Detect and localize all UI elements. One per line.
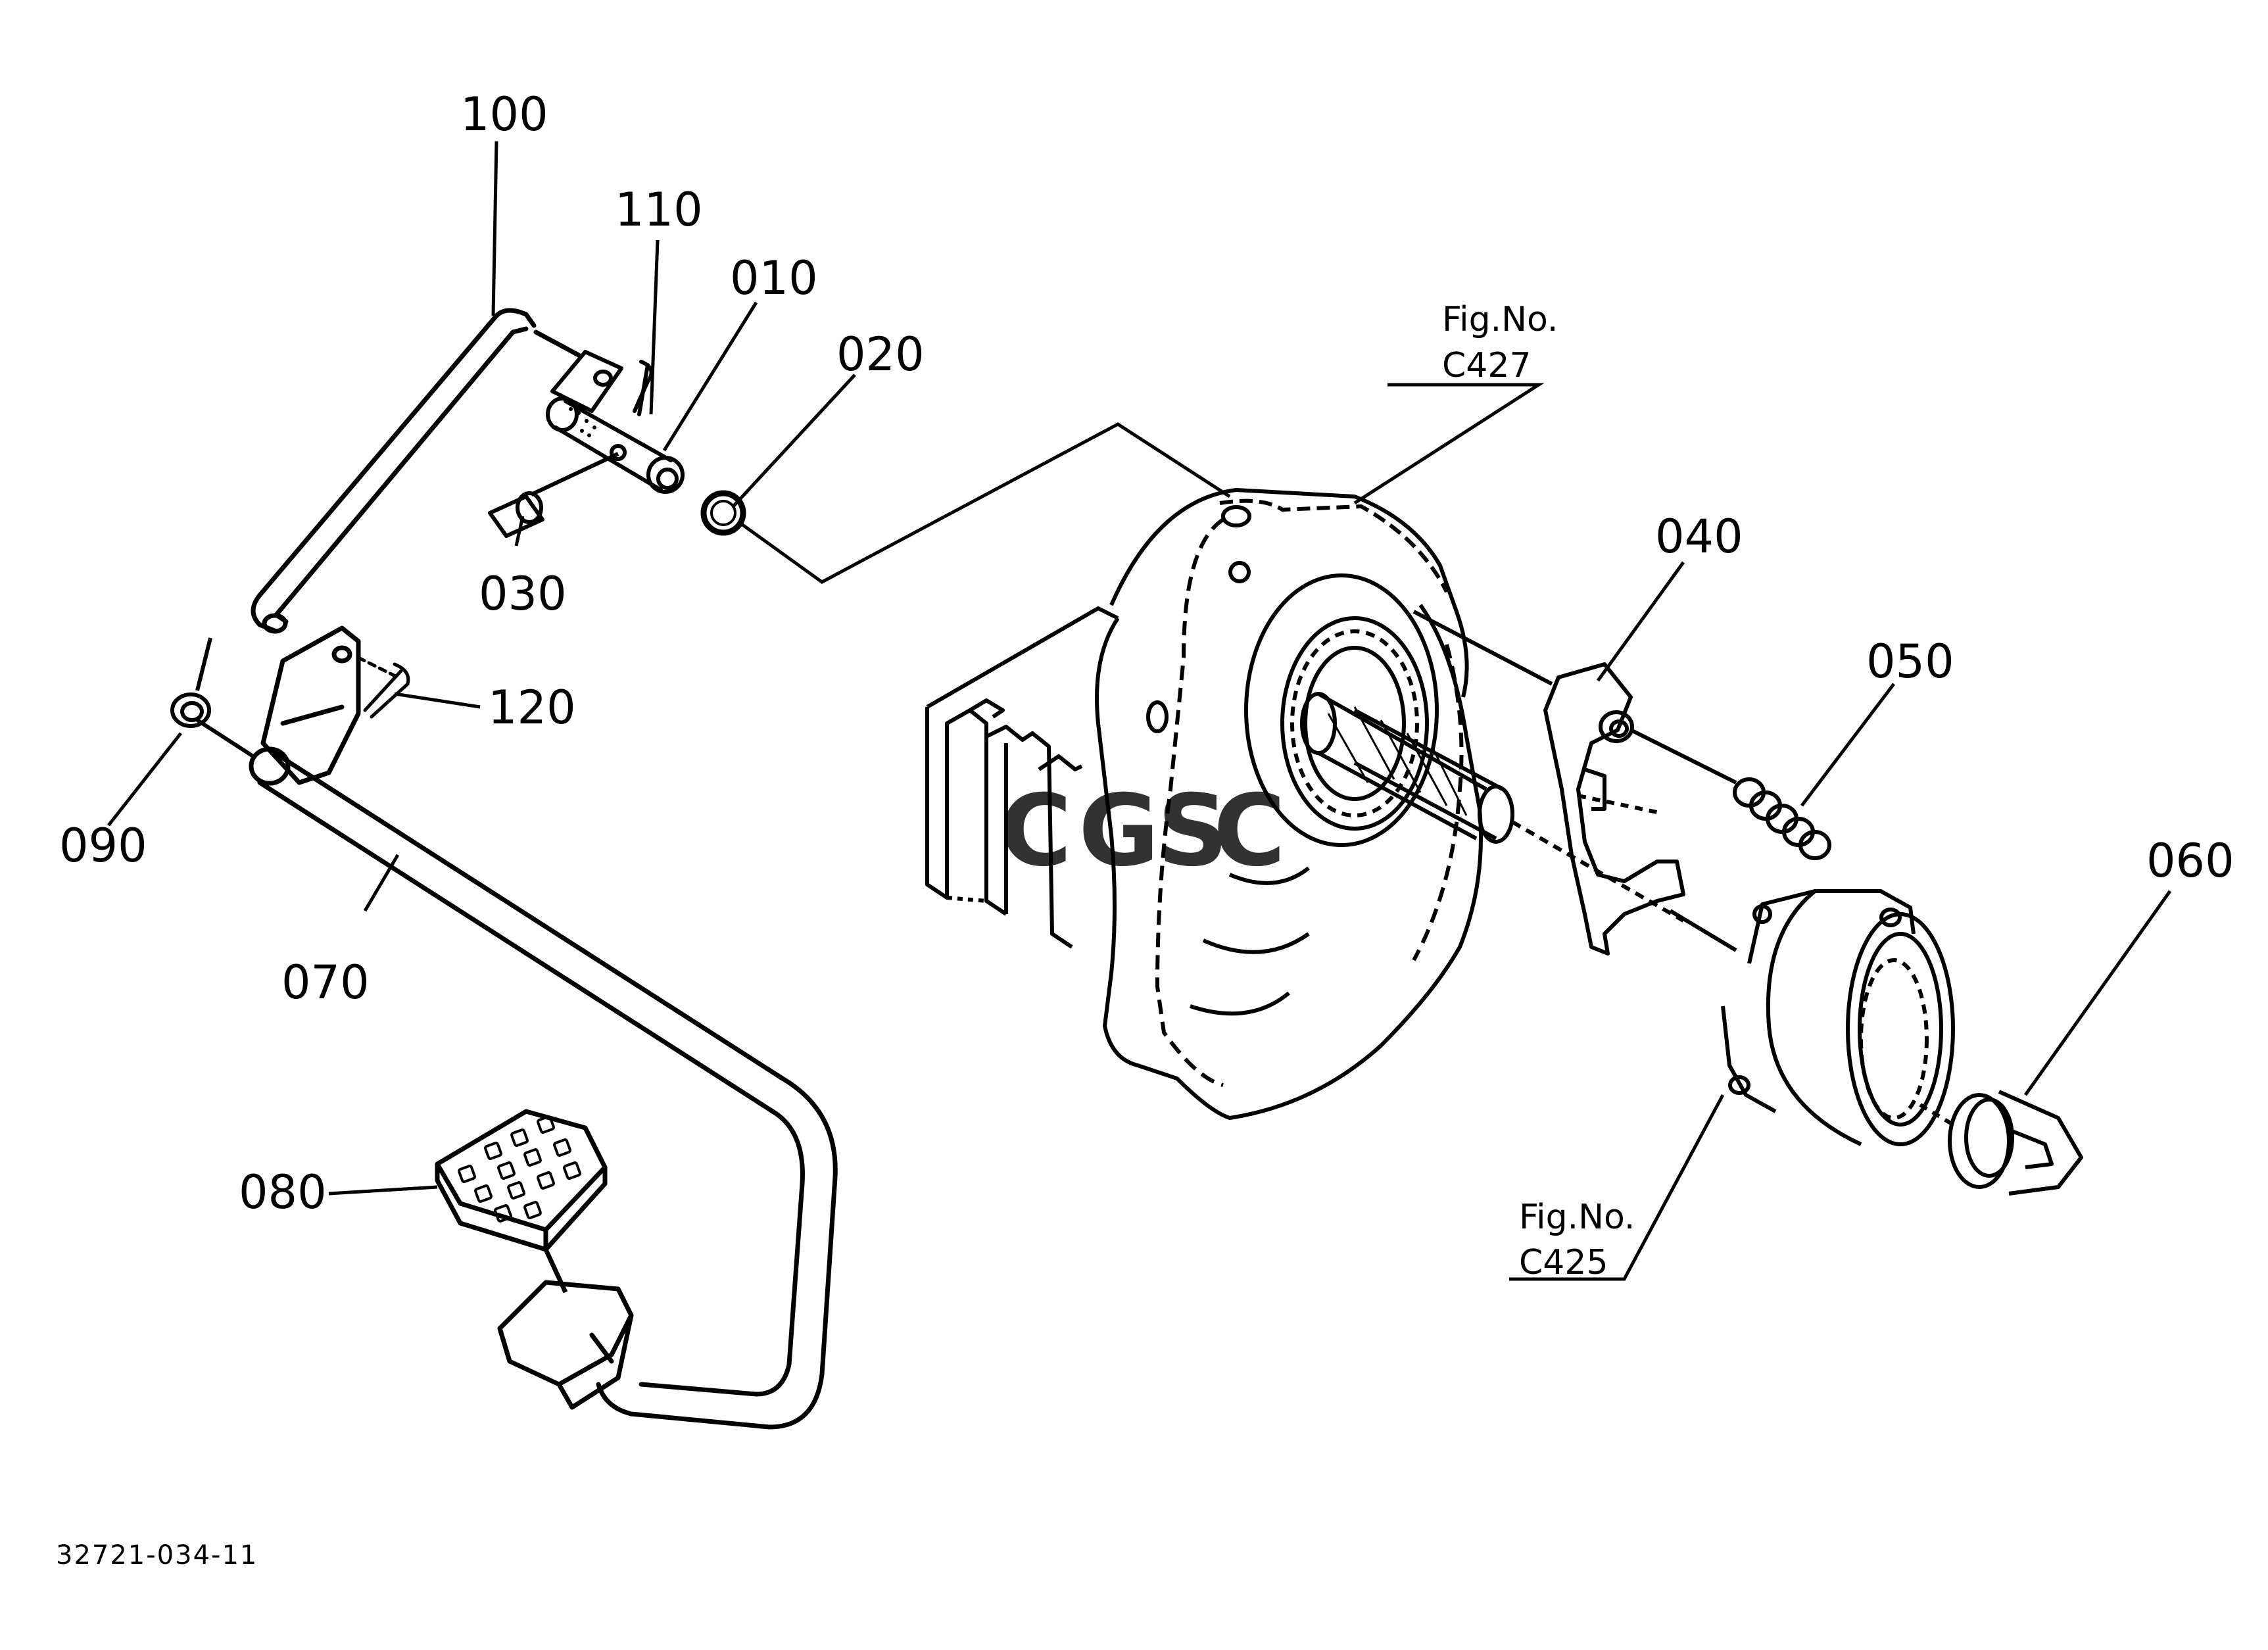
lever-010-assembly	[546, 350, 685, 494]
part-number-070: 070	[281, 956, 370, 1009]
part-number-110: 110	[615, 183, 703, 237]
transmission-case-drawing	[925, 488, 1483, 1120]
rod-100-drawing	[251, 308, 581, 634]
part-numbers: 100 110 010 020 030 120 090 070 080 040 …	[59, 87, 2234, 1219]
pin-120-drawing	[356, 656, 410, 719]
document-number: 32721-034-11	[56, 1540, 258, 1570]
figure-ref-c425-number: C425	[1519, 1243, 1608, 1282]
part-number-120: 120	[488, 681, 576, 735]
watermark-letter-3: S	[1157, 774, 1228, 888]
part-number-090: 090	[59, 819, 147, 873]
part-number-040: 040	[1655, 510, 1743, 564]
connector-lines	[738, 422, 1231, 584]
watermark-logo: C G S C	[1000, 774, 1286, 888]
shaft-drawing	[1300, 692, 1685, 923]
figure-ref-c425-label: Fig.No.	[1519, 1198, 1635, 1237]
part-number-020: 020	[836, 328, 925, 381]
part-number-010: 010	[730, 251, 818, 305]
figure-references: Fig.No. C427 Fig.No. C425	[1442, 300, 1635, 1282]
figure-ref-c427-label: Fig.No.	[1442, 300, 1558, 339]
pedal-070-drawing	[249, 625, 838, 1430]
bushing-090-drawing	[170, 637, 254, 758]
part-number-050: 050	[1866, 635, 1954, 689]
watermark-letter-2: G	[1078, 774, 1159, 888]
release-bearing-060-drawing	[1919, 1090, 2083, 1196]
part-number-060: 060	[2146, 834, 2234, 888]
part-number-080: 080	[239, 1165, 327, 1219]
spring-050-drawing	[1733, 777, 1831, 860]
watermark-letter-4: C	[1213, 774, 1286, 888]
leader-lines	[107, 141, 2172, 1281]
oring-020-drawing	[700, 490, 746, 536]
bearing-housing-drawing	[1669, 889, 1955, 1146]
pedal-pad-080-drawing	[435, 1109, 608, 1294]
part-number-100: 100	[460, 87, 548, 141]
part-number-030: 030	[479, 567, 567, 621]
watermark-letter-1: C	[1000, 774, 1072, 888]
figure-ref-c427-number: C427	[1442, 346, 1532, 385]
shift-fork-040-drawing	[1412, 610, 1737, 956]
pin-030-drawing	[488, 452, 619, 538]
